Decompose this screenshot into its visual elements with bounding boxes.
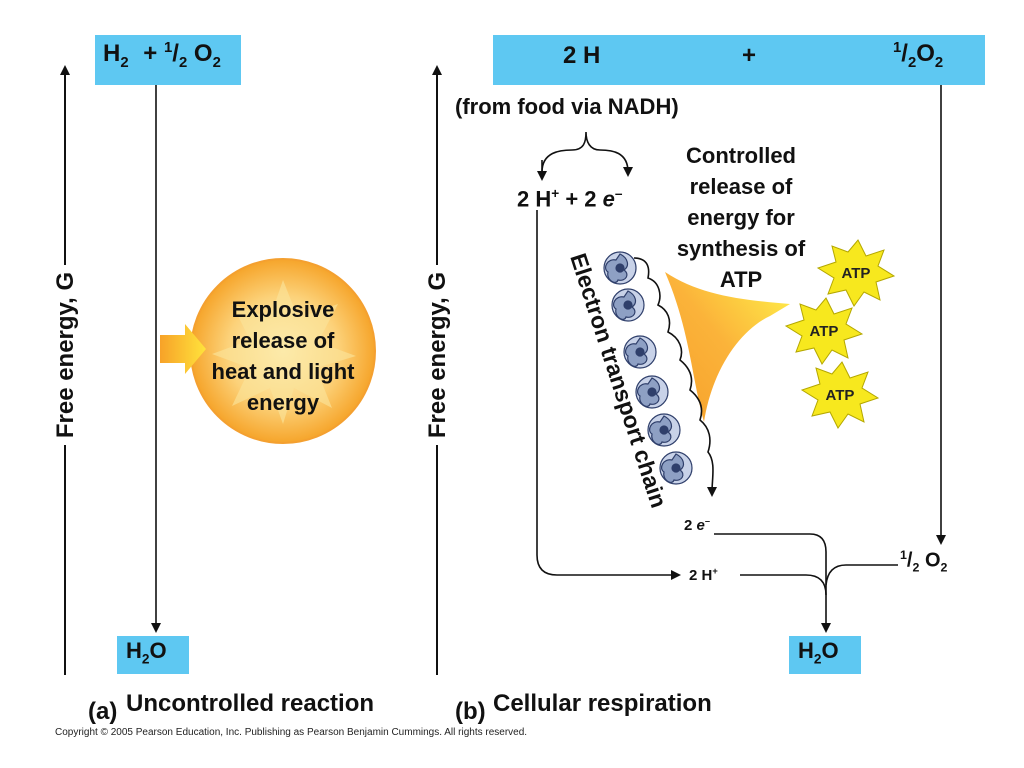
product-a: H2O [126, 638, 167, 667]
product-box-a [117, 636, 189, 674]
reactants-a: H2 + 1/2 O2 [103, 40, 221, 71]
protons-label: 2 H+ [689, 566, 718, 584]
electrons-label: 2 e– [684, 516, 711, 534]
source-note: (from food via NADH) [455, 94, 679, 119]
release-cone [665, 272, 790, 422]
brace [541, 131, 633, 177]
controlled-release-text: Controlled release of energy for synthes… [676, 143, 806, 292]
etc-swirls [603, 251, 693, 485]
electron-merge [714, 533, 831, 633]
explosion-orb [190, 258, 376, 444]
top-box-a [95, 35, 241, 85]
proton-path [536, 210, 681, 580]
oxygen-label: 1/2 O2 [900, 548, 948, 575]
tag-b: (b) [455, 698, 486, 725]
atp-2: ATP [809, 323, 839, 340]
oxygen-merge [825, 564, 898, 586]
top-box-b [493, 35, 985, 85]
atp-star-2 [784, 297, 864, 365]
proton-merge [740, 574, 827, 596]
product-b: H2O [798, 638, 839, 667]
atp-star-3 [800, 361, 880, 429]
copyright-notice: Copyright © 2005 Pearson Education, Inc.… [55, 727, 528, 738]
reactant-plus-b: + [742, 42, 757, 69]
atp-3: ATP [825, 387, 855, 404]
explosion-text: Explosive release of heat and light ener… [211, 297, 355, 415]
release-arrow-a [160, 324, 206, 374]
caption-b: Cellular respiration [493, 690, 712, 717]
caption-a: Uncontrolled reaction [126, 690, 375, 717]
tag-a: (a) [88, 698, 118, 725]
reactant-hydrogen-b: 2 H [563, 42, 601, 69]
atp-1: ATP [841, 265, 871, 282]
free-energy-label-a: Free energy, G [52, 265, 80, 445]
product-box-b [789, 636, 861, 674]
atp-star-1 [816, 239, 896, 307]
split-label: 2 H+ + 2 e– [517, 186, 623, 212]
reactant-oxygen-b: 1/2O2 [893, 40, 944, 71]
electron-steps [633, 257, 718, 497]
free-energy-label-b: Free energy, G [424, 265, 452, 445]
